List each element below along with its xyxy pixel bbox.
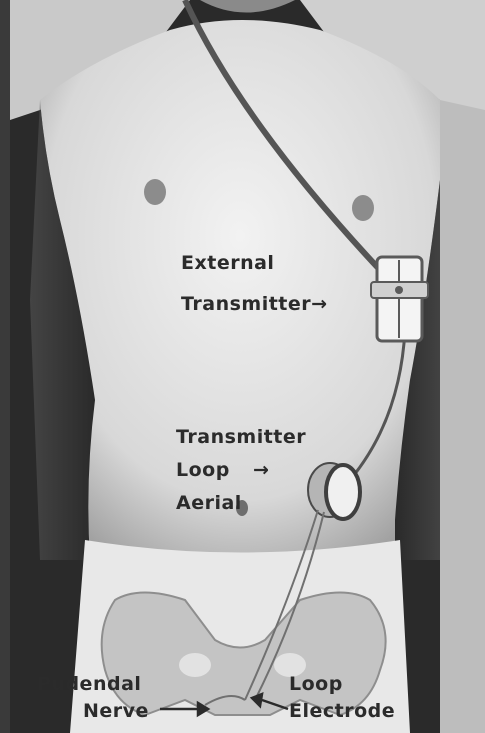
- label-external: External: [181, 252, 274, 275]
- external-transmitter-device: [371, 257, 428, 341]
- label-loop-transmitter: Transmitter: [176, 426, 306, 449]
- label-aerial: Aerial: [176, 492, 242, 515]
- label-transmitter-text: Transmitter: [181, 293, 311, 315]
- label-loop-text: Loop: [176, 459, 230, 481]
- label-loop: Loop →: [176, 459, 269, 482]
- label-electrode: Electrode: [289, 700, 395, 723]
- arrow-loop-aerial: →: [253, 459, 269, 481]
- label-transmitter: Transmitter→: [181, 293, 328, 316]
- label-pudendal: Pudendal: [37, 673, 141, 696]
- label-nerve: Nerve: [83, 700, 149, 723]
- arrow-external-transmitter: →: [311, 293, 327, 315]
- loop-aerial-device: [308, 463, 360, 519]
- label-electrode-loop: Loop: [289, 673, 343, 696]
